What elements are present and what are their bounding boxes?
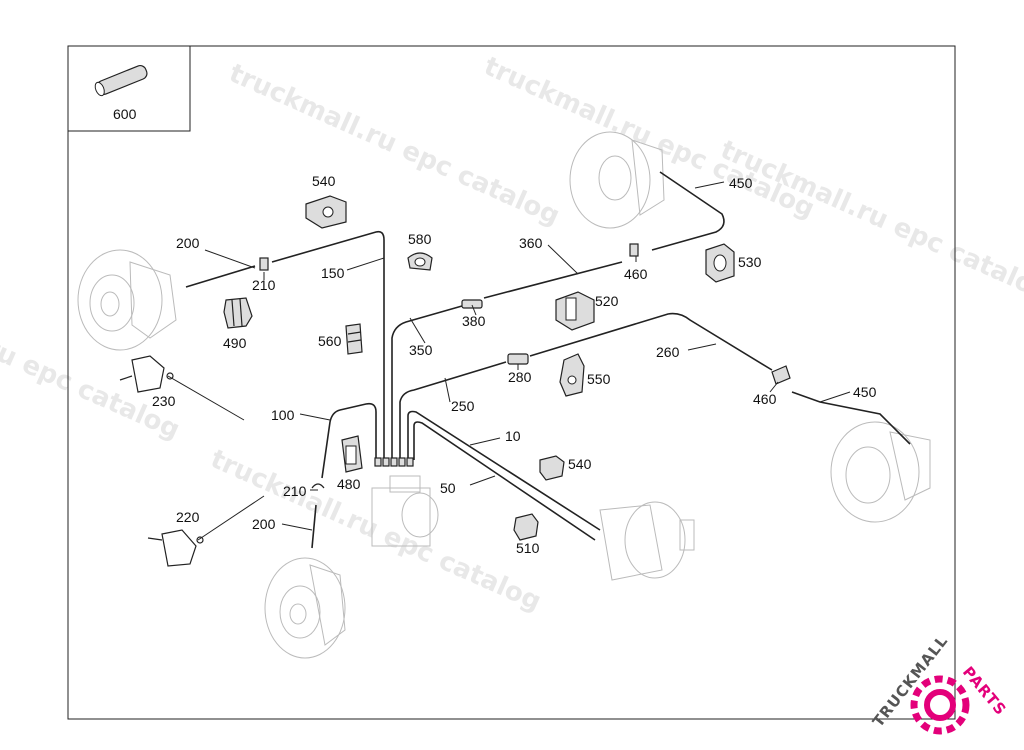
part-530-block <box>705 243 735 283</box>
watermark-text-3: truckmall.ru epc catalog <box>716 135 1024 308</box>
callout-450-right: 450 <box>853 384 877 400</box>
pipe-260 <box>529 312 773 371</box>
part-540-bracket-lower <box>539 455 565 481</box>
part-210-clip-lower <box>311 483 325 489</box>
brake-disc-front-right <box>264 557 346 659</box>
callout-510: 510 <box>516 540 540 556</box>
pipe-200-lower <box>311 504 317 549</box>
pipe-150 <box>271 230 385 460</box>
callout-560: 560 <box>318 333 342 349</box>
callout-600: 600 <box>113 106 137 122</box>
pipe-50 <box>413 421 596 541</box>
callout-380: 380 <box>462 313 486 329</box>
pipe-200-upper <box>185 265 256 288</box>
part-490-holder <box>223 297 253 329</box>
part-220-sensor-bracket <box>147 529 204 567</box>
callout-550: 550 <box>587 371 611 387</box>
part-520-bracket <box>555 291 595 331</box>
pipe-10 <box>407 410 601 531</box>
callout-100: 100 <box>271 407 295 423</box>
callout-540-top: 540 <box>312 173 336 189</box>
part-460-clip-upper <box>629 243 639 257</box>
leader-lines <box>204 181 851 531</box>
part-600-sleeve <box>94 64 148 97</box>
part-230-sensor-bracket <box>119 355 174 393</box>
callout-10: 10 <box>505 428 521 444</box>
callout-460-lower: 460 <box>753 391 777 407</box>
callout-230: 230 <box>152 393 176 409</box>
callout-450-top: 450 <box>729 175 753 191</box>
part-210-clip-upper <box>259 257 269 271</box>
abs-modulator-block <box>371 475 439 547</box>
truckmall-logo-watermark: TRUCKMALL PARTS <box>869 632 1010 735</box>
part-580-grommet <box>407 252 433 271</box>
callout-490: 490 <box>223 335 247 351</box>
callout-580: 580 <box>408 231 432 247</box>
part-380-connector <box>461 299 483 309</box>
callout-200-lower: 200 <box>252 516 276 532</box>
pipe-450-top <box>651 171 725 251</box>
callout-520: 520 <box>595 293 619 309</box>
callout-280: 280 <box>508 369 532 385</box>
callout-150: 150 <box>321 265 345 281</box>
callout-labels: 540 580 360 450 200 210 150 460 530 520 … <box>152 173 877 556</box>
callout-50: 50 <box>440 480 456 496</box>
callout-200-upper: 200 <box>176 235 200 251</box>
sensor-cable-220 <box>197 495 265 541</box>
pipe-100 <box>321 402 377 479</box>
pipe-450-right <box>791 391 911 445</box>
callout-480: 480 <box>337 476 361 492</box>
callout-360: 360 <box>519 235 543 251</box>
callout-210-upper: 210 <box>252 277 276 293</box>
pipe-250 <box>399 361 507 460</box>
part-460-clip-lower <box>771 365 791 385</box>
callout-220: 220 <box>176 509 200 525</box>
callout-540-lower: 540 <box>568 456 592 472</box>
part-550-bracket <box>559 353 585 397</box>
callout-350: 350 <box>409 342 433 358</box>
inset-box: 600 <box>67 45 191 132</box>
callout-460-upper: 460 <box>624 266 648 282</box>
brake-pipes <box>167 171 911 549</box>
callout-210-lower: 210 <box>283 483 307 499</box>
brake-disc-rear-right <box>830 421 931 523</box>
sensor-cable-230 <box>167 375 245 421</box>
brake-disc-front-left <box>77 249 177 351</box>
brake-booster-unit <box>599 501 695 581</box>
part-510-bracket <box>513 513 539 541</box>
part-540-bracket-top <box>305 195 347 229</box>
part-560-clip <box>345 323 363 355</box>
pipe-360 <box>483 261 623 299</box>
callout-530: 530 <box>738 254 762 270</box>
fittings <box>259 243 791 489</box>
brake-disc-rear-top <box>569 131 665 229</box>
part-480-clip <box>341 435 363 473</box>
part-280-connector <box>507 353 529 365</box>
callout-260: 260 <box>656 344 680 360</box>
watermark-text-4: truckmall.ru epc catalog <box>0 272 184 445</box>
callout-250: 250 <box>451 398 475 414</box>
pipe-350 <box>391 305 463 460</box>
diagram-frame <box>67 45 956 720</box>
